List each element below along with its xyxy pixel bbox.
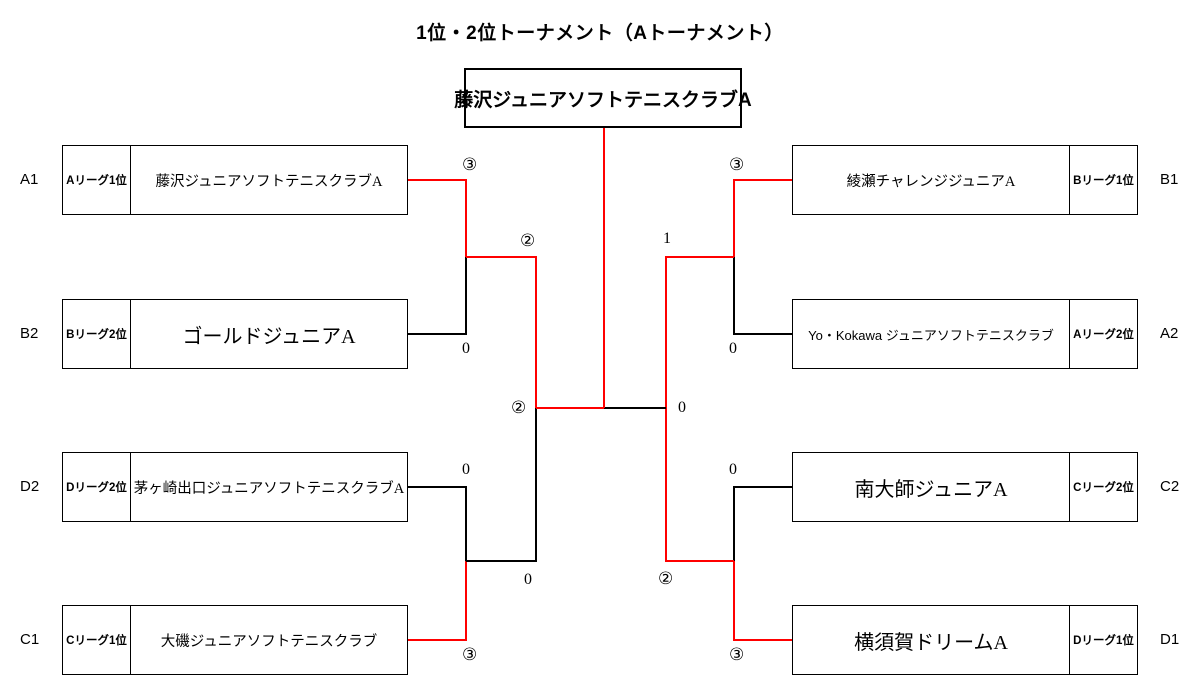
seed-label-a1: A1: [20, 171, 39, 188]
team-box-c2: 南大師ジュニアA Cリーグ2位: [792, 452, 1138, 522]
team-league-b1: Bリーグ1位: [1069, 146, 1137, 214]
team-box-b1: 綾瀬チャレンジジュニアA Bリーグ1位: [792, 145, 1138, 215]
team-name-b2: ゴールドジュニアA: [182, 325, 356, 348]
team-league-c1: Cリーグ1位: [63, 606, 131, 674]
score-right-r1b-bottom: ③: [729, 645, 745, 664]
team-league-b2: Bリーグ2位: [63, 300, 131, 368]
seed-label-a2: A2: [1160, 325, 1179, 342]
team-name-c2: 南大師ジュニアA: [854, 478, 1008, 501]
seed-label-d1: D1: [1160, 631, 1180, 648]
seed-label-c1: C1: [20, 631, 40, 648]
line-right-c2-black: [733, 486, 792, 561]
champion-label: 藤沢ジュニアソフトテニスクラブA: [454, 89, 752, 111]
score-left-r1-top: ③: [462, 155, 478, 174]
team-box-a2: Yo・Kokawa ジュニアソフトテニスクラブ Aリーグ2位: [792, 299, 1138, 369]
line-left-b2-black: [408, 257, 467, 335]
score-left-r1b-top: 0: [462, 461, 470, 478]
line-left-c1-red: [408, 561, 467, 641]
seed-label-b1: B1: [1160, 171, 1179, 188]
team-league-a2: Aリーグ2位: [1069, 300, 1137, 368]
line-right-semi-lower-red: [665, 408, 734, 562]
score-left-r1b-bottom: ③: [462, 645, 478, 664]
team-box-d1: 横須賀ドリームA Dリーグ1位: [792, 605, 1138, 675]
team-box-d2: Dリーグ2位 茅ヶ崎出口ジュニアソフトテニスクラブA: [62, 452, 408, 522]
team-name-a1: 藤沢ジュニアソフトテニスクラブA: [155, 173, 383, 190]
seed-label-d2: D2: [20, 478, 40, 495]
team-box-a1: Aリーグ1位 藤沢ジュニアソフトテニスクラブA: [62, 145, 408, 215]
team-box-c1: Cリーグ1位 大磯ジュニアソフトテニスクラブ: [62, 605, 408, 675]
score-right-semi-lower: ②: [658, 569, 674, 588]
score-final-left: ②: [511, 398, 527, 417]
line-right-b1-red: [733, 179, 792, 257]
score-left-r1-bottom: 0: [462, 340, 470, 357]
score-final-right: 0: [678, 399, 686, 416]
score-right-semi-upper: 1: [663, 230, 671, 247]
score-left-semi-upper: ②: [520, 231, 536, 250]
line-left-d2-black: [408, 486, 467, 561]
team-league-d1: Dリーグ1位: [1069, 606, 1137, 674]
team-league-a1: Aリーグ1位: [63, 146, 131, 214]
champion-box: 藤沢ジュニアソフトテニスクラブA: [454, 68, 752, 128]
line-left-semi-lower-black: [466, 408, 537, 562]
line-right-semi-upper-red: [665, 256, 734, 408]
team-name-d1: 横須賀ドリームA: [854, 631, 1008, 654]
score-right-r1b-top: 0: [729, 461, 737, 478]
team-league-c2: Cリーグ2位: [1069, 453, 1137, 521]
line-left-a1-red: [408, 179, 467, 257]
score-right-r1-bottom: 0: [729, 340, 737, 357]
seed-label-b2: B2: [20, 325, 39, 342]
team-name-d2: 茅ヶ崎出口ジュニアソフトテニスクラブA: [133, 480, 405, 497]
team-name-a2: Yo・Kokawa ジュニアソフトテニスクラブ: [808, 327, 1054, 343]
line-right-a2-black: [733, 257, 792, 335]
team-name-b1: 綾瀬チャレンジジュニアA: [846, 173, 1016, 190]
score-right-r1-top: ③: [729, 155, 745, 174]
page-title: 1位・2位トーナメント（Aトーナメント）: [416, 23, 784, 44]
team-name-c1: 大磯ジュニアソフトテニスクラブ: [160, 633, 378, 650]
line-right-d1-red: [733, 561, 792, 641]
score-left-semi-lower: 0: [524, 571, 532, 588]
team-box-b2: Bリーグ2位 ゴールドジュニアA: [62, 299, 408, 369]
team-league-d2: Dリーグ2位: [63, 453, 131, 521]
line-left-semi-upper-red: [466, 256, 537, 408]
seed-label-c2: C2: [1160, 478, 1180, 495]
